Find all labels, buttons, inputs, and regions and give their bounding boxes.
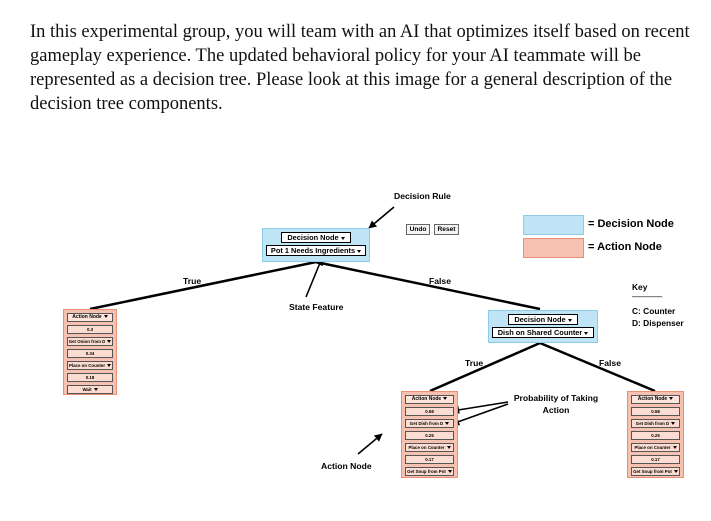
legend-decision-label: = Decision Node	[588, 218, 674, 230]
action-type-select[interactable]: Action Node	[405, 395, 454, 404]
chevron-down-icon	[443, 397, 448, 401]
edge-label-true: True	[183, 276, 202, 286]
legend-decision-swatch	[523, 215, 584, 235]
action-probability[interactable]: 0.18	[67, 373, 113, 382]
action-select[interactable]: Wait	[67, 385, 113, 394]
child-decision-node[interactable]: Decision Node Dish on Shared Counter	[488, 310, 598, 343]
chevron-down-icon	[357, 249, 362, 253]
arrow-action-node	[357, 433, 383, 455]
action-probability[interactable]: 0.58	[405, 407, 454, 416]
action-node-right[interactable]: Action Node 0.58 Get Dish from D 0.25 Pl…	[627, 391, 684, 478]
action-type-select[interactable]: Action Node	[631, 395, 680, 404]
action-select[interactable]: Get Dish from D	[405, 419, 454, 428]
arrow-probability-1	[451, 401, 509, 414]
root-type-select[interactable]: Decision Node	[281, 232, 351, 243]
undo-button[interactable]: Undo	[406, 224, 430, 235]
child-feature-label: Dish on Shared Counter	[497, 328, 583, 337]
child-type-select[interactable]: Decision Node	[508, 314, 578, 325]
legend-action-swatch	[523, 238, 584, 258]
arrow-probability-2	[451, 403, 509, 426]
action-probability[interactable]: 0.25	[631, 431, 680, 440]
action-probability[interactable]: 0.25	[405, 431, 454, 440]
chevron-down-icon	[93, 388, 98, 392]
root-feature-label: Pot 1 Needs Ingredients	[270, 246, 356, 255]
chevron-down-icon	[446, 446, 451, 450]
action-probability[interactable]: 0.3	[67, 325, 113, 334]
edge-child-true	[429, 341, 541, 393]
action-type-select[interactable]: Action Node	[67, 313, 113, 322]
chevron-down-icon	[567, 318, 572, 322]
action-select[interactable]: Place on Counter	[67, 361, 113, 370]
key-counter: C: Counter	[632, 306, 676, 316]
edge-root-false	[315, 260, 541, 311]
root-feature-select[interactable]: Pot 1 Needs Ingredients	[266, 245, 366, 256]
root-decision-node[interactable]: Decision Node Pot 1 Needs Ingredients	[262, 228, 370, 262]
root-type-label: Decision Node	[287, 233, 339, 242]
chevron-down-icon	[584, 331, 589, 335]
legend-action-label: = Action Node	[588, 241, 662, 253]
child-feature-select[interactable]: Dish on Shared Counter	[492, 327, 594, 338]
edge-label-true-child: True	[465, 358, 484, 368]
key-dispenser: D: Dispenser	[632, 318, 684, 328]
chevron-down-icon	[340, 236, 345, 240]
edge-child-false	[539, 341, 656, 393]
action-select[interactable]: Get Soup from Pot	[631, 467, 680, 476]
child-type-label: Decision Node	[514, 315, 566, 324]
intro-paragraph: In this experimental group, you will tea…	[30, 22, 690, 114]
action-probability[interactable]: 0.17	[631, 455, 680, 464]
chevron-down-icon	[447, 470, 452, 474]
arrow-state-feature	[305, 257, 323, 298]
edge-label-false-child: False	[599, 358, 621, 368]
edge-root-true	[89, 260, 317, 311]
action-select[interactable]: Get Soup from Pot	[405, 467, 454, 476]
action-node-left[interactable]: Action Node 0.3 Get Onion from D 0.34 Pl…	[63, 309, 117, 395]
chevron-down-icon	[673, 470, 678, 474]
arrow-decision-rule	[368, 206, 395, 229]
annotation-decision-rule: Decision Rule	[394, 191, 451, 201]
key-divider: ----------------------	[632, 294, 663, 300]
edge-label-false: False	[429, 276, 451, 286]
action-select[interactable]: Place on Counter	[631, 443, 680, 452]
chevron-down-icon	[671, 422, 676, 426]
action-node-middle[interactable]: Action Node 0.58 Get Dish from D 0.25 Pl…	[401, 391, 458, 478]
chevron-down-icon	[445, 422, 450, 426]
chevron-down-icon	[107, 364, 112, 368]
chevron-down-icon	[669, 397, 674, 401]
annotation-action-node: Action Node	[321, 461, 372, 471]
chevron-down-icon	[672, 446, 677, 450]
action-select[interactable]: Get Onion from D	[67, 337, 113, 346]
action-probability[interactable]: 0.34	[67, 349, 113, 358]
action-probability[interactable]: 0.58	[631, 407, 680, 416]
annotation-state-feature: State Feature	[289, 302, 344, 312]
reset-button[interactable]: Reset	[434, 224, 459, 235]
chevron-down-icon	[107, 340, 112, 344]
key-title: Key	[632, 282, 648, 292]
chevron-down-icon	[103, 315, 108, 319]
action-select[interactable]: Get Dish from D	[631, 419, 680, 428]
action-probability[interactable]: 0.17	[405, 455, 454, 464]
action-select[interactable]: Place on Counter	[405, 443, 454, 452]
annotation-probability: Probability of Taking Action	[513, 393, 599, 415]
